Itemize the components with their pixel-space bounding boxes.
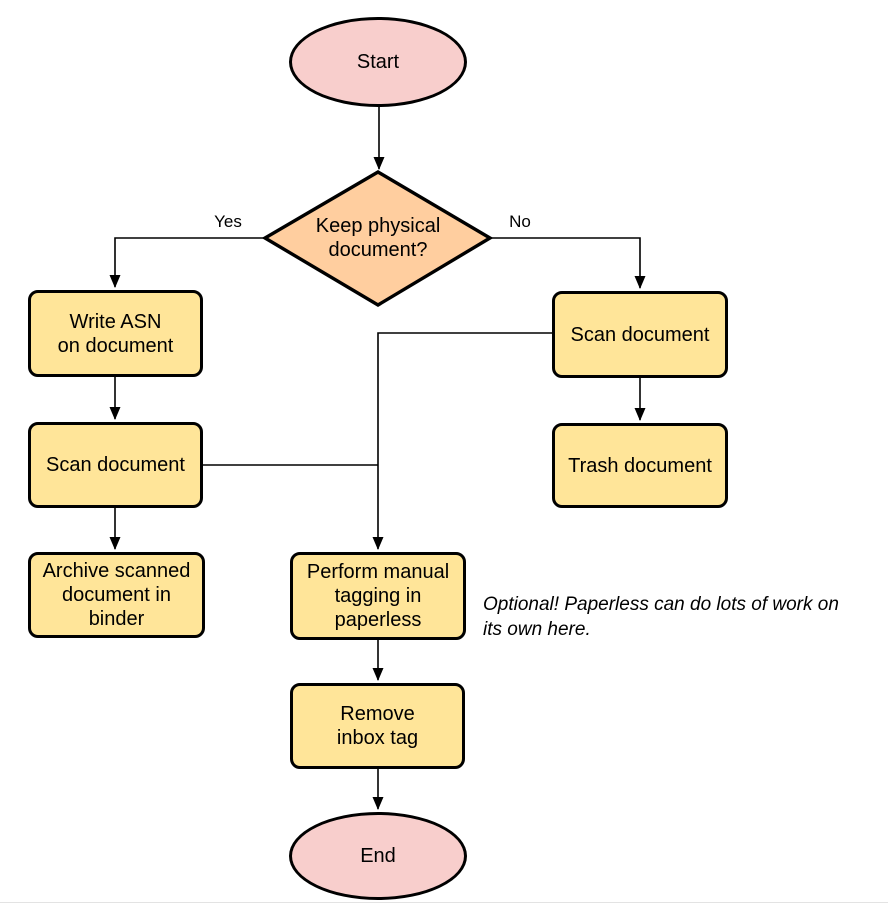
edge-label-no: No: [509, 212, 531, 231]
node-scan-right-label: Scan document: [570, 323, 710, 346]
edge-scan-right-to-perform: [372, 332, 552, 550]
node-archive-label: Archive scanned document in binder: [42, 560, 191, 630]
node-remove-inbox-tag: Remove inbox tag: [290, 683, 465, 769]
edge-label-yes: Yes: [214, 212, 242, 231]
decision-diamond: [261, 170, 494, 307]
node-trash-document: Trash document: [552, 423, 728, 508]
node-start-label: Start: [356, 51, 400, 73]
node-end-label: End: [360, 845, 396, 867]
node-scan-document-right: Scan document: [552, 291, 728, 378]
node-trash-label: Trash document: [568, 454, 712, 477]
node-perform-label: Perform manual tagging in paperless: [306, 561, 450, 631]
bottom-divider: [0, 902, 888, 903]
edge-decision-yes-to-write-asn: [109, 237, 265, 288]
node-decision-label: Keep physical document?: [268, 213, 488, 263]
node-perform-manual-tagging: Perform manual tagging in paperless: [290, 552, 466, 640]
node-scan-document-left: Scan document: [28, 422, 203, 508]
optional-note: Optional! Paperless can do lots of work …: [483, 594, 839, 640]
node-remove-label: Remove inbox tag: [336, 703, 419, 749]
node-scan-left-label: Scan document: [46, 454, 185, 476]
decision-text: Keep physical document?: [315, 215, 441, 261]
node-archive-scanned-document: Archive scanned document in binder: [28, 552, 205, 638]
node-end: End: [289, 812, 467, 900]
node-write-asn-on-document: Write ASN on document: [28, 290, 203, 377]
edge-decision-no-to-scan-right: [490, 237, 646, 289]
node-write-asn-label: Write ASN on document: [57, 310, 174, 357]
node-start: Start: [289, 17, 467, 107]
